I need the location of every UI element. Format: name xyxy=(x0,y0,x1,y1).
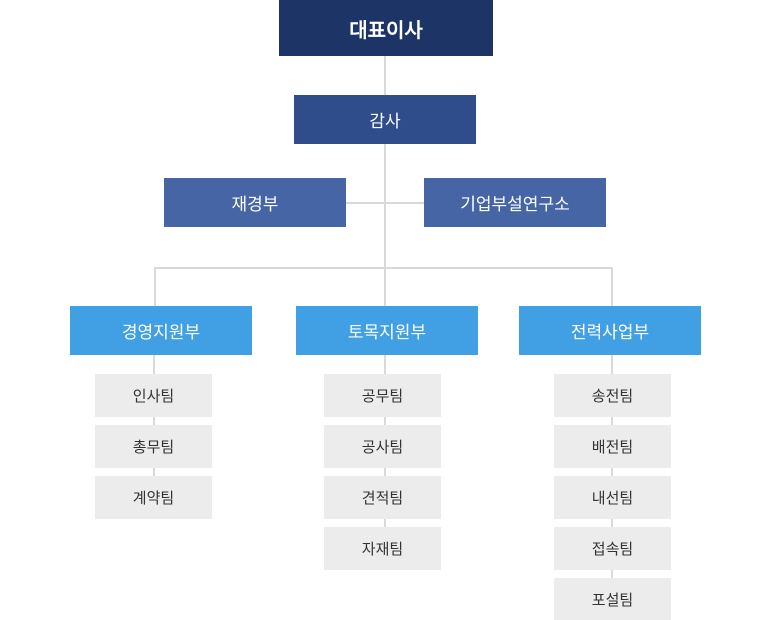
node-team: 공사팀 xyxy=(324,425,441,468)
node-staff-left: 재경부 xyxy=(164,178,346,227)
connector-division-3-drop xyxy=(611,267,613,307)
connector-division-1-drop xyxy=(154,267,156,307)
node-team: 공무팀 xyxy=(324,374,441,417)
node-division-2: 토목지원부 xyxy=(296,306,478,355)
node-audit: 감사 xyxy=(294,95,476,144)
connector-division-horizontal xyxy=(154,267,613,269)
node-division-1: 경영지원부 xyxy=(70,306,252,355)
node-team: 내선팀 xyxy=(554,476,671,519)
node-team: 송전팀 xyxy=(554,374,671,417)
node-team: 자재팀 xyxy=(324,527,441,570)
connector-main-vertical xyxy=(384,56,386,268)
node-team: 접속팀 xyxy=(554,527,671,570)
node-team: 포설팀 xyxy=(554,578,671,620)
node-team: 계약팀 xyxy=(95,476,212,519)
node-team: 인사팀 xyxy=(95,374,212,417)
node-team: 총무팀 xyxy=(95,425,212,468)
connector-division-2-drop xyxy=(384,267,386,307)
node-division-3: 전력사업부 xyxy=(519,306,701,355)
connector-staff-horizontal xyxy=(346,202,424,204)
node-staff-right: 기업부설연구소 xyxy=(424,178,606,227)
node-ceo: 대표이사 xyxy=(279,0,493,56)
node-team: 배전팀 xyxy=(554,425,671,468)
node-team: 견적팀 xyxy=(324,476,441,519)
